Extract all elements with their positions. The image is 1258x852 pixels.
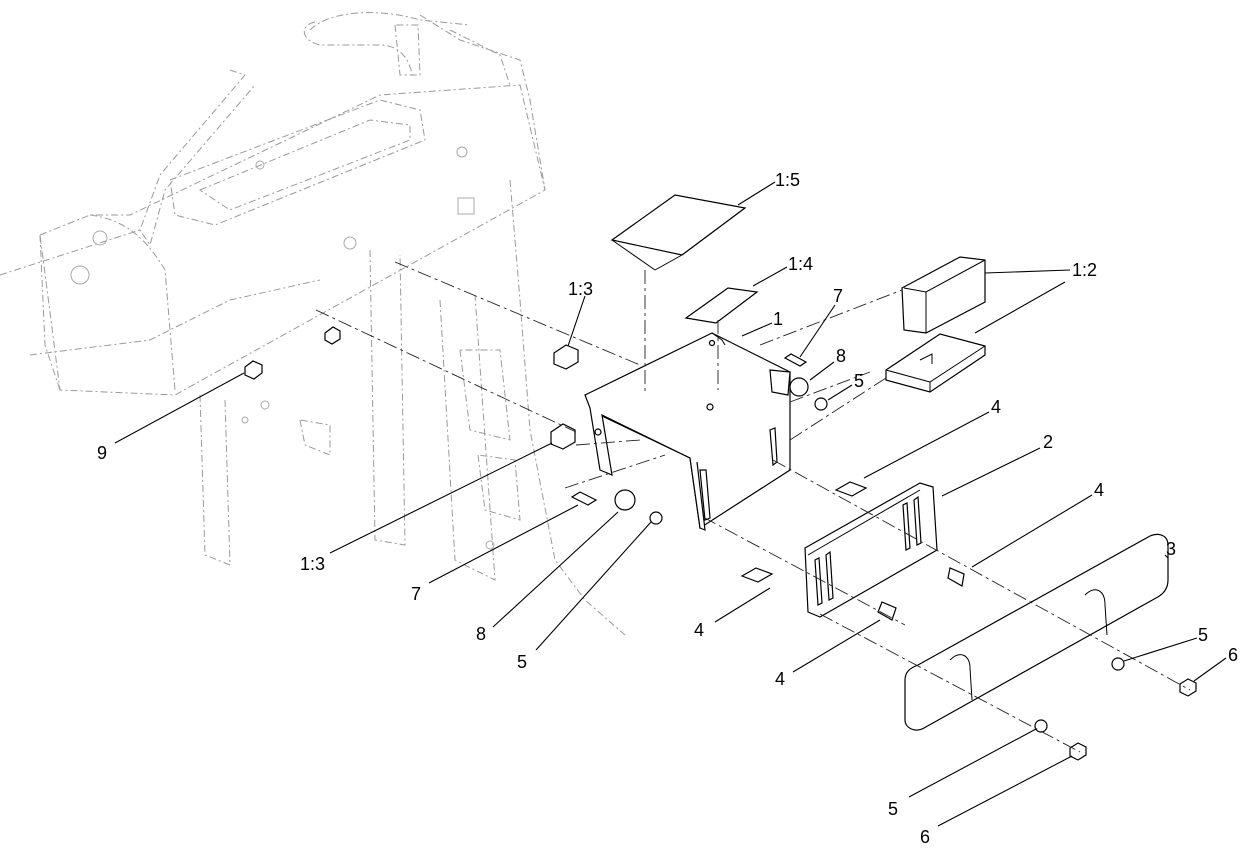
callout-1-3-bottom: 1:3 [300, 554, 325, 574]
upright-mid-ghost [369, 249, 406, 546]
body-left-face-ghost [39, 234, 61, 391]
callout-4-a: 4 [991, 397, 1001, 417]
switch-plate-ghost [457, 197, 475, 215]
clip-nut-upper [553, 344, 579, 370]
frame-hole-ghost [343, 236, 357, 250]
bolt-7-bottom [570, 491, 598, 506]
callout-5-low: 5 [888, 799, 898, 819]
carriage-bolt-4-a [834, 481, 868, 497]
handle-post-ghost [394, 24, 421, 76]
carriage-bolt-4-b [740, 567, 774, 583]
rear-bar-ghost [139, 69, 256, 247]
part-decal-small [684, 287, 759, 324]
washer-5-top [814, 397, 828, 411]
machine-frame-ghost [0, 12, 626, 636]
callout-9: 9 [97, 443, 107, 463]
frame-side-plate-ghost [439, 294, 496, 581]
callout-3: 3 [1166, 539, 1176, 559]
upright-left-ghost [199, 394, 231, 566]
side-cutout-lower-ghost [477, 454, 521, 521]
callout-7-bottom: 7 [411, 584, 421, 604]
nut-frame [324, 326, 341, 345]
callout-1: 1 [773, 309, 783, 329]
callout-8-bottom: 8 [476, 624, 486, 644]
mid-line-ghost [29, 279, 321, 356]
callout-1-4: 1:4 [788, 254, 813, 274]
callout-6-right: 6 [1228, 645, 1238, 665]
side-cutout-upper-ghost [459, 349, 511, 441]
callout-5-right: 5 [1198, 625, 1208, 645]
frame-hole-3-ghost [255, 160, 265, 170]
callout-labels: 1:5 1:4 1:2 1:3 1 7 8 5 4 2 4 3 9 1:3 7 … [97, 170, 1238, 847]
callout-4-d: 4 [775, 669, 785, 689]
frame-hole-2-ghost [456, 146, 468, 158]
body-front-curve-ghost [89, 214, 176, 391]
top-recess-ghost [198, 119, 411, 211]
callout-4-b: 4 [1094, 480, 1104, 500]
frame-hole-7-ghost [485, 540, 495, 550]
knob-8-top [789, 377, 809, 397]
carriage-bolt-4-d [877, 601, 897, 621]
washer-5-low [1034, 719, 1048, 733]
carriage-bolt-4-c [947, 567, 965, 587]
main-body-ghost [39, 84, 546, 396]
lower-bracket-ghost [299, 419, 331, 456]
part-adjustment-plate [804, 482, 938, 618]
part-main-bracket [584, 332, 791, 531]
pivot-hole-ghost [70, 265, 90, 285]
washer-5-right [1111, 657, 1125, 671]
top-opening-ghost [169, 99, 426, 226]
callout-2: 2 [1043, 432, 1053, 452]
callout-1-3-top: 1:3 [568, 279, 593, 299]
part-cover-plate [904, 533, 1169, 731]
frame-right-edge-ghost [419, 14, 546, 191]
ground-line-ghost [0, 229, 141, 276]
handlebar-upper-ghost [309, 12, 471, 31]
callout-1-2: 1:2 [1072, 260, 1097, 280]
leader-lines [114, 181, 1227, 827]
part-decal-large [610, 194, 747, 271]
bolt-7-top [783, 353, 808, 367]
nut-6-low [1069, 742, 1087, 761]
upright-right-ghost [509, 179, 626, 636]
callout-5-bottom: 5 [517, 652, 527, 672]
nut-6-right [1179, 678, 1197, 697]
frame-right-inner-ghost [449, 29, 511, 86]
frame-hole-5-ghost [260, 400, 270, 410]
pivot-hole-2-ghost [92, 230, 108, 246]
frame-hole-6-ghost [241, 416, 249, 424]
callout-1-5: 1:5 [775, 170, 800, 190]
callout-4-c: 4 [694, 620, 704, 640]
washer-5-bottom [649, 511, 663, 525]
nut-9 [244, 360, 263, 380]
clip-nut-lower [550, 423, 576, 450]
callout-7-top: 7 [833, 286, 843, 306]
callout-5-top: 5 [854, 371, 864, 391]
part-pads [885, 256, 986, 393]
knob-8-bottom [614, 489, 636, 511]
callout-8-top: 8 [836, 346, 846, 366]
fasteners [244, 326, 1197, 761]
callout-6-low: 6 [920, 827, 930, 847]
assembly-centerlines [315, 261, 1191, 753]
handlebar-grip-ghost [303, 21, 413, 76]
